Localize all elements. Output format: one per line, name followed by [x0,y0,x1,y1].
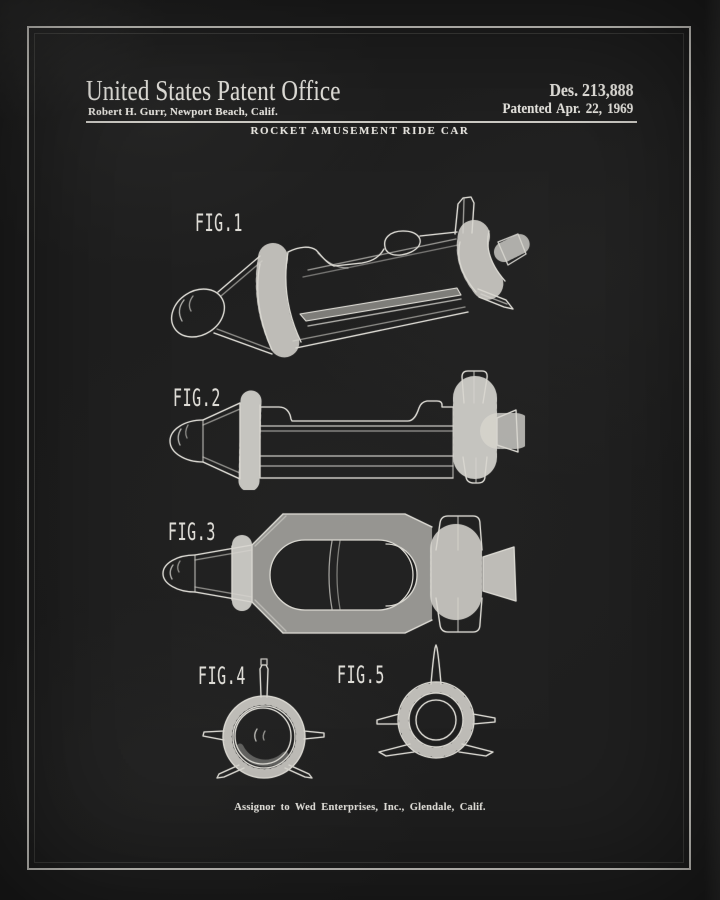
patent-number: Des. 213,888 [548,80,633,100]
fig1-fore-ribbed-band [255,243,301,361]
fig4-lower-right-fin [284,764,313,779]
inventor-line: Robert H. Gurr, Newport Beach, Calif. [88,106,278,118]
fig5-top-fin [430,644,442,685]
fig2-top-fin [461,370,488,404]
fig3-bottom-fin [435,597,483,633]
fig1-tail-ribbed-band [456,220,506,303]
invention-title: ROCKET AMUSEMENT RIDE CAR [250,125,470,137]
fig2-bottom-fin [462,456,488,484]
fig4-lower-left-fin [216,764,245,779]
fig4-label: FIG.4 [198,662,246,690]
fig5-right-fin [472,713,496,725]
fig4-top-fin [259,664,269,698]
fig1-rocket-perspective-drawing [170,196,530,361]
fig5-label: FIG.5 [337,661,385,689]
fig3-nozzle [482,546,517,602]
fig3-label: FIG.3 [168,518,216,546]
fig2-nose [169,419,204,463]
fig1-top-fin [454,196,475,235]
fig4-rocket-front-view-drawing [202,658,325,779]
fig2-label: FIG.2 [173,384,221,412]
fig5-outer-ring [397,681,475,759]
fig3-top-fin [435,515,483,551]
patent-office-title: United States Patent Office [86,76,341,107]
fig1-nose [170,288,226,338]
fig3-nose [162,554,196,593]
fig4-nose-sphere [234,707,292,765]
fig3-rocket-top-view-drawing [162,513,517,634]
fig5-nozzle-opening [415,699,457,741]
fig4-left-fin [202,730,225,741]
patent-date: Patented Apr. 22, 1969 [502,101,633,117]
assignor-line: Assignor to Wed Enterprises, Inc., Glend… [234,802,486,813]
fig1-base-skid [299,287,462,322]
fig1-label: FIG.1 [195,209,243,237]
fig3-cockpit-opening [269,539,414,611]
fig2-rocket-side-view-drawing [169,370,525,490]
fig1-side-fin [477,288,514,310]
fig2-fore-ribbed-band [238,390,262,490]
fig5-lower-right-fin [458,743,494,757]
fig5-segment-ring [398,682,474,758]
fig5-rocket-rear-view-drawing [376,644,496,759]
fig5-left-fin [376,713,400,725]
fig2-body-top-edge [259,400,454,422]
fig5-lower-left-fin [378,743,415,757]
header-divider-rule [86,121,637,123]
fig1-headrest [384,230,421,256]
fig4-right-fin [303,730,325,740]
fig4-tick-ring [223,696,305,778]
fig2-nozzle [496,409,519,453]
